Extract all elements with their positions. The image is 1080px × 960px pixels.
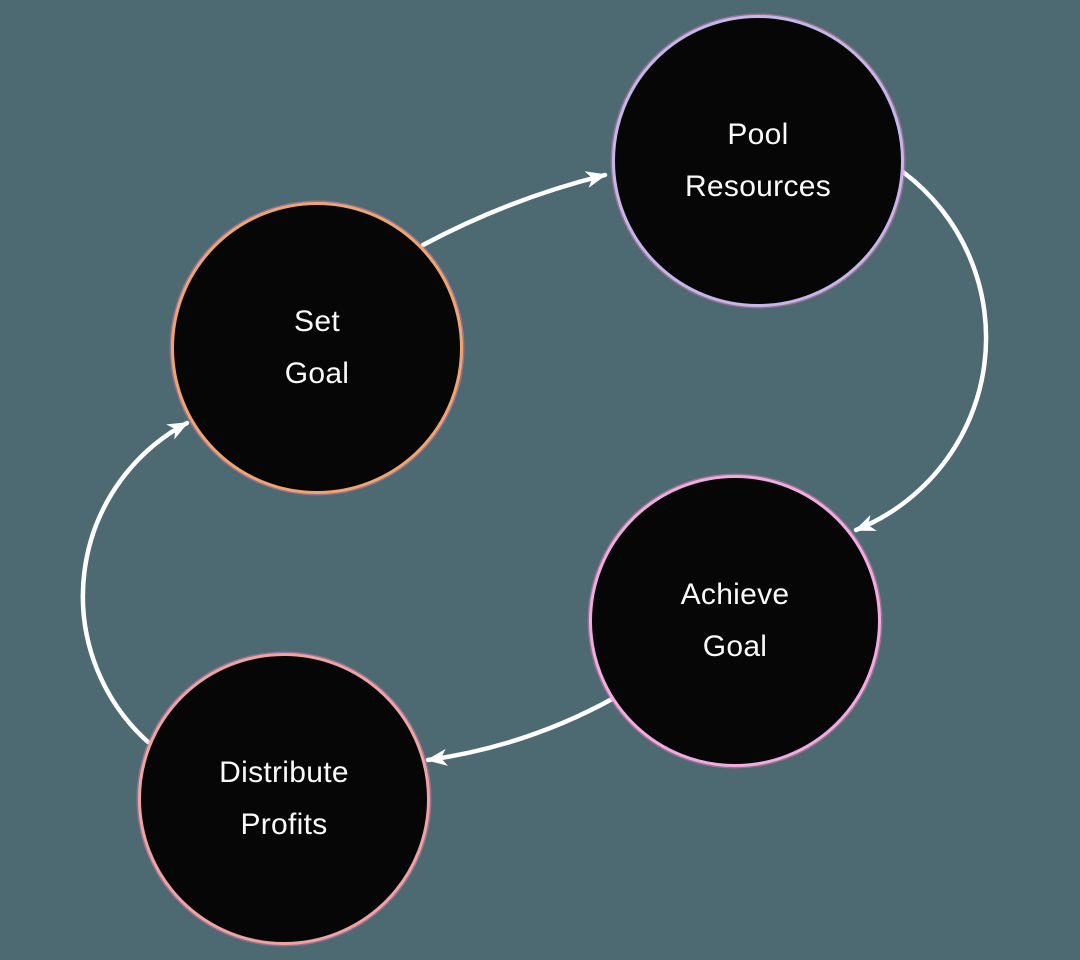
node-pool-resources-label-line1: Pool [727,118,789,151]
node-distribute-profits: Distribute Profits [138,653,430,945]
node-set-goal: Set Goal [171,202,463,494]
arrow-set-goal-to-pool-resources [420,171,608,248]
node-set-goal-label-line2: Goal [284,357,350,390]
node-achieve-goal-label-line2: Goal [702,630,768,663]
node-pool-resources: Pool Resources [612,15,904,307]
node-distribute-profits-label-line1: Distribute [219,756,349,789]
node-pool-resources-label-line2: Resources [684,170,832,203]
node-distribute-profits-label-line2: Profits [240,808,328,841]
arrow-pool-resources-to-achieve-goal [853,169,989,533]
node-achieve-goal-label-line1: Achieve [680,578,790,611]
node-set-goal-label-line1: Set [294,305,340,338]
node-achieve-goal: Achieve Goal [589,475,881,767]
arrow-achieve-goal-to-distribute-profits [425,695,617,766]
arrow-distribute-profits-to-set-goal [80,420,190,745]
